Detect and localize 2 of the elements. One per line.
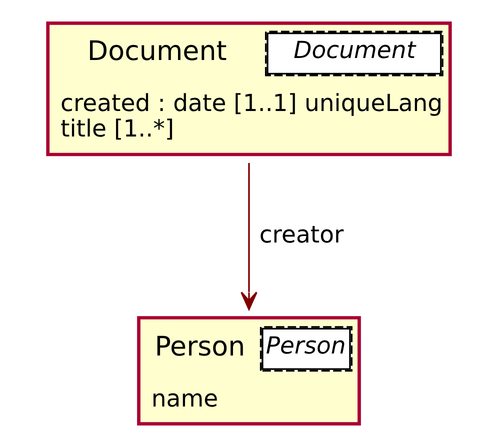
arrow [240,163,257,310]
edge-label: creator [258,220,344,248]
